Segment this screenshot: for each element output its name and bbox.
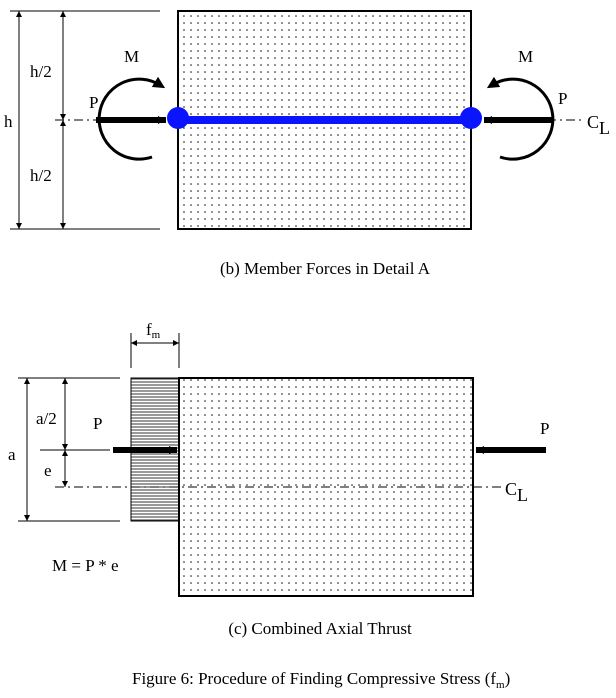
label-force-left-b: P	[89, 93, 98, 112]
label-h: h	[4, 112, 13, 131]
label-force-left-c: P	[93, 414, 102, 433]
label-h-half-top: h/2	[30, 62, 52, 81]
moment-arc-right	[486, 76, 555, 161]
label-force-right-b: P	[558, 89, 567, 108]
label-e: e	[44, 461, 52, 480]
node-left	[167, 107, 189, 129]
label-a: a	[8, 445, 16, 464]
label-moment-left: M	[124, 47, 139, 66]
label-force-right-c: P	[540, 419, 549, 438]
caption-c: (c) Combined Axial Thrust	[228, 619, 412, 638]
node-right	[460, 107, 482, 129]
detail-c: fm a a/2 e P P CL M = P * e (c) Combined…	[8, 320, 549, 638]
label-a-half: a/2	[36, 409, 57, 428]
detail-b: h h/2 h/2 M M P P CL (b) Member Forces i…	[4, 10, 610, 278]
caption-b: (b) Member Forces in Detail A	[220, 259, 431, 278]
label-centerline-b: CL	[587, 112, 610, 138]
figure-caption: Figure 6: Procedure of Finding Compressi…	[132, 669, 510, 691]
label-moment-right: M	[518, 47, 533, 66]
moment-arc-left	[97, 76, 166, 161]
label-fm: fm	[146, 320, 161, 341]
label-centerline-c: CL	[505, 479, 528, 505]
label-h-half-bottom: h/2	[30, 166, 52, 185]
moment-equation: M = P * e	[52, 556, 119, 575]
